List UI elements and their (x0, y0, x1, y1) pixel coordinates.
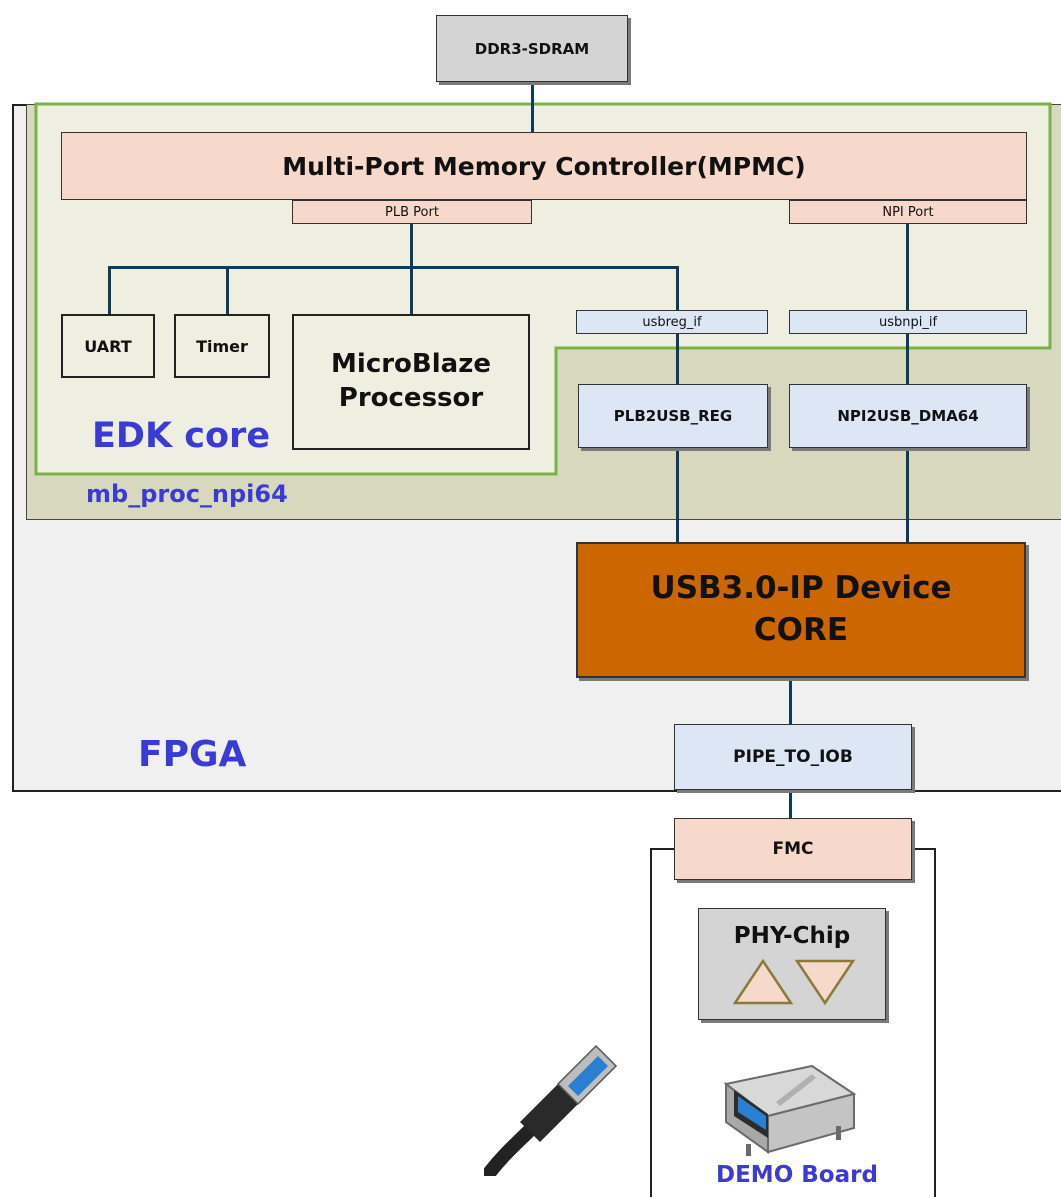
phy-direction-arrows-icon (732, 958, 856, 1006)
wire-bus-timer (226, 266, 229, 314)
pipe-to-iob-label: PIPE_TO_IOB (733, 747, 853, 767)
wire-pipe-fmc (789, 790, 792, 818)
edk-core-label: EDK core (92, 416, 271, 456)
wire-bus-usbreg (676, 266, 679, 310)
pipe-to-iob-block: PIPE_TO_IOB (674, 724, 912, 790)
phy-chip-label: PHY-Chip (733, 923, 851, 949)
usbreg-if-label: usbreg_if (642, 314, 702, 330)
fpga-label: FPGA (138, 734, 247, 775)
microblaze-block: MicroBlaze Processor (292, 314, 530, 450)
timer-block: Timer (174, 314, 270, 378)
wire-core-pipe (789, 678, 792, 724)
wire-npi-usbnpi (906, 224, 909, 310)
wire-ddr-mpmc (531, 82, 534, 132)
plb2usb-reg-block: PLB2USB_REG (578, 384, 768, 448)
wire-bus-uart (108, 266, 111, 314)
plb-port-block: PLB Port (292, 200, 532, 224)
plb2usb-reg-label: PLB2USB_REG (613, 407, 733, 425)
uart-block: UART (61, 314, 155, 378)
usb3-receptacle-icon (723, 1064, 857, 1156)
timer-label: Timer (196, 336, 248, 356)
npi-port-label: NPI Port (882, 204, 934, 220)
wire-plb-bus (108, 266, 679, 269)
wire-usbreg-plb2usb (676, 334, 679, 384)
mpmc-label: Multi-Port Memory Controller(MPMC) (282, 151, 806, 181)
uart-label: UART (84, 336, 132, 356)
usbnpi-if-label: usbnpi_if (878, 314, 938, 330)
fmc-block: FMC (674, 818, 912, 880)
wire-bus-microblaze (410, 266, 413, 314)
usb3-ip-core-block: USB3.0-IP Device CORE (576, 542, 1026, 678)
mpmc-block: Multi-Port Memory Controller(MPMC) (61, 132, 1027, 200)
demo-board-label: DEMO Board (716, 1162, 878, 1188)
npi-port-block: NPI Port (789, 200, 1027, 224)
mb-proc-npi64-label: mb_proc_npi64 (86, 480, 288, 508)
phy-chip-block: PHY-Chip (698, 908, 886, 1020)
npi2usb-dma64-label: NPI2USB_DMA64 (837, 407, 979, 425)
npi2usb-dma64-block: NPI2USB_DMA64 (789, 384, 1027, 448)
fmc-label: FMC (772, 839, 814, 859)
microblaze-label-line1: MicroBlaze (331, 349, 491, 380)
usb3-ip-core-label-line1: USB3.0-IP Device (650, 570, 952, 607)
ddr3-sdram-label: DDR3-SDRAM (474, 39, 590, 58)
microblaze-label-line2: Processor (338, 383, 484, 413)
wire-npi2usb-core (906, 448, 909, 542)
wire-plb2usb-core (676, 448, 679, 542)
usb3-cable-plug-icon (484, 1044, 618, 1176)
usbnpi-if-block: usbnpi_if (789, 310, 1027, 334)
wire-usbnpi-npi2usb (906, 334, 909, 384)
plb-port-label: PLB Port (385, 204, 439, 220)
wire-plb-bus-down (410, 224, 413, 268)
ddr3-sdram-block: DDR3-SDRAM (436, 15, 628, 82)
usb3-ip-core-label-line2: CORE (753, 612, 849, 648)
usbreg-if-block: usbreg_if (576, 310, 768, 334)
